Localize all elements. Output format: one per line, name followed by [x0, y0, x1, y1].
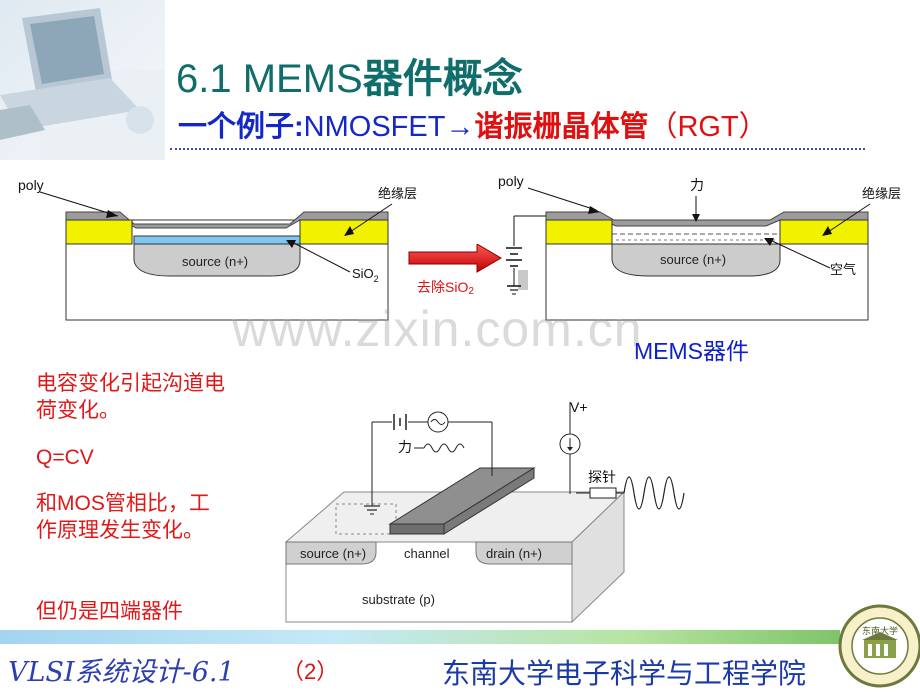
subtitle-lead: 一个例子:	[178, 111, 304, 143]
mems-cross-section: poly 力 绝缘层 source (n+) 空气	[498, 173, 901, 321]
subtitle-mid: NMOSFET→	[303, 111, 475, 143]
poly-label-right: poly	[498, 173, 524, 189]
source-label-right: source (n+)	[660, 252, 726, 267]
note-four-terminal: 但仍是四端器件	[36, 600, 183, 623]
drain-label-3d: drain (n+)	[486, 546, 542, 561]
subtitle-red: 谐振栅晶体管	[474, 111, 649, 143]
sio2-label: SiO2	[352, 266, 379, 284]
title-divider	[170, 148, 865, 150]
remove-sio2-label: 去除SiO2	[417, 279, 474, 297]
rgt-3d-diagram: 力 V+ 探针 source (n+) channel drain (n+) s…	[284, 399, 685, 624]
mosfet-cross-section: poly 绝缘层 source (n+) SiO2	[18, 177, 417, 321]
force-label-top: 力	[690, 177, 704, 193]
page-subtitle: 一个例子:NMOSFET→谐振栅晶体管（RGT）	[178, 103, 768, 145]
note-comparison: 和MOS管相比，工作原理发生变化。	[36, 492, 210, 542]
school-name: 东南大学电子科学与工程学院	[442, 658, 807, 689]
poly-label: poly	[18, 177, 44, 193]
probe-label: 探针	[588, 469, 616, 485]
channel-label: channel	[404, 546, 450, 561]
watermark-text: www.zixin.com.cn	[232, 301, 643, 357]
page-title: 6.1 MEMS器件概念	[176, 56, 523, 102]
force-label-3d: 力	[398, 439, 412, 455]
page-number: （2）	[282, 659, 339, 684]
note-equation: Q=CV	[36, 446, 94, 469]
university-seal-logo: 东南大学	[838, 604, 920, 688]
subtitle-tail: （RGT）	[648, 111, 768, 143]
course-title: VLSI系统设计-6.1	[8, 657, 235, 688]
remove-sio2-arrow: 去除SiO2	[408, 244, 502, 297]
vplus-label: V+	[570, 399, 588, 415]
source-label: source (n+)	[182, 254, 248, 269]
mems-device-label: MEMS器件	[634, 338, 749, 364]
substrate-label: substrate (p)	[362, 592, 435, 607]
footer-color-band	[0, 630, 840, 644]
source-label-3d: source (n+)	[300, 546, 366, 561]
air-label: 空气	[830, 262, 856, 277]
insulator-label-right: 绝缘层	[862, 186, 901, 201]
note-capacitance: 电容变化引起沟道电荷变化。	[36, 372, 225, 422]
insulator-label: 绝缘层	[378, 186, 417, 201]
seal-text: 东南大学	[862, 625, 898, 636]
corner-computer-image	[0, 0, 165, 160]
